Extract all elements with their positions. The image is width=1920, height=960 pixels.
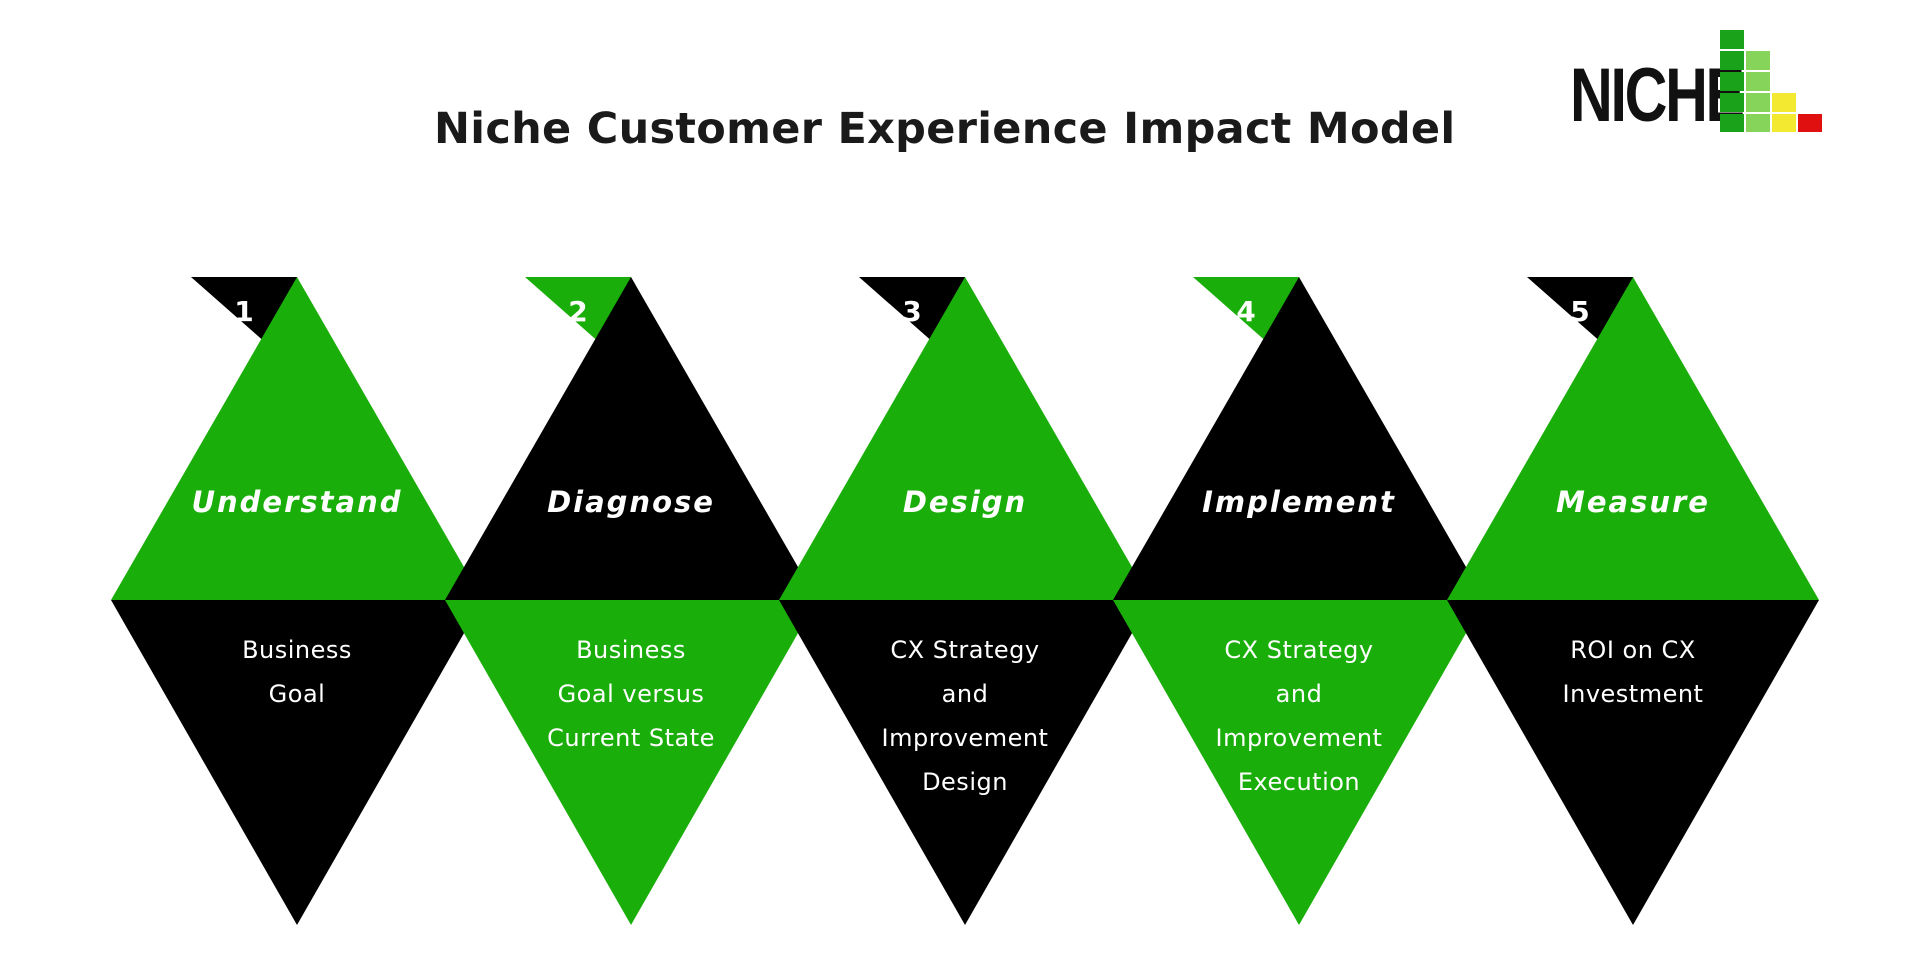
logo-bar-cell [1746,72,1770,91]
logo-bar-cell [1746,93,1770,112]
stage-description-line: Goal [269,680,326,708]
stage-description-line: Execution [1238,768,1360,796]
stage-label: Design [903,485,1027,519]
stage-bottom-triangle [445,600,817,925]
logo-bar-cell [1746,114,1770,132]
stage-bottom-triangle [1113,600,1485,925]
stage-label: Understand [191,485,402,519]
step-number: 1 [234,295,253,328]
stage-bottom-triangle [1447,600,1819,925]
stage-top-triangle [1113,277,1485,600]
logo-bar-cell [1720,30,1744,49]
logo-bar-cell [1746,51,1770,70]
stage-label: Diagnose [547,485,715,519]
niche-logo: NICHE [1570,28,1826,136]
stage-label: Implement [1202,485,1396,519]
stage-description-line: Current State [547,724,715,752]
stage-description-line: CX Strategy [1224,636,1373,664]
stage-label: Measure [1556,485,1710,519]
stage-description-line: Design [922,768,1008,796]
page-title: Niche Customer Experience Impact Model [434,104,1456,154]
step-number: 4 [1236,295,1255,328]
logo-bar-cell [1772,114,1796,132]
stage-top-triangle [445,277,817,600]
logo-bar-cell [1720,114,1744,132]
stage-description-line: and [1276,680,1323,708]
stage-description-line: Improvement [1216,724,1383,752]
stage-description-line: and [942,680,989,708]
logo-bar-cell [1720,72,1744,91]
step-number: 2 [568,295,587,328]
stage-description-line: Business [242,636,352,664]
stage-description-line: Goal versus [558,680,705,708]
logo-bar-cell [1772,93,1796,112]
stage-description-line: Business [576,636,686,664]
logo-bar-cell [1720,93,1744,112]
stage-top-triangle [1447,277,1819,600]
stage-description-line: Improvement [882,724,1049,752]
stage-top-triangle [779,277,1151,600]
stage-description-line: Investment [1563,680,1704,708]
stage-description-line: ROI on CX [1570,636,1696,664]
logo-bars-icon [1720,30,1822,132]
stage-top-triangle [111,277,483,600]
stage-description-line: CX Strategy [890,636,1039,664]
step-number: 5 [1570,295,1589,328]
stage-bottom-triangle [779,600,1151,925]
logo-wordmark: NICHE [1570,53,1745,138]
logo-bar-cell [1720,51,1744,70]
logo-bar-cell [1798,114,1822,132]
stage-bottom-triangle [111,600,483,925]
step-number: 3 [902,295,921,328]
